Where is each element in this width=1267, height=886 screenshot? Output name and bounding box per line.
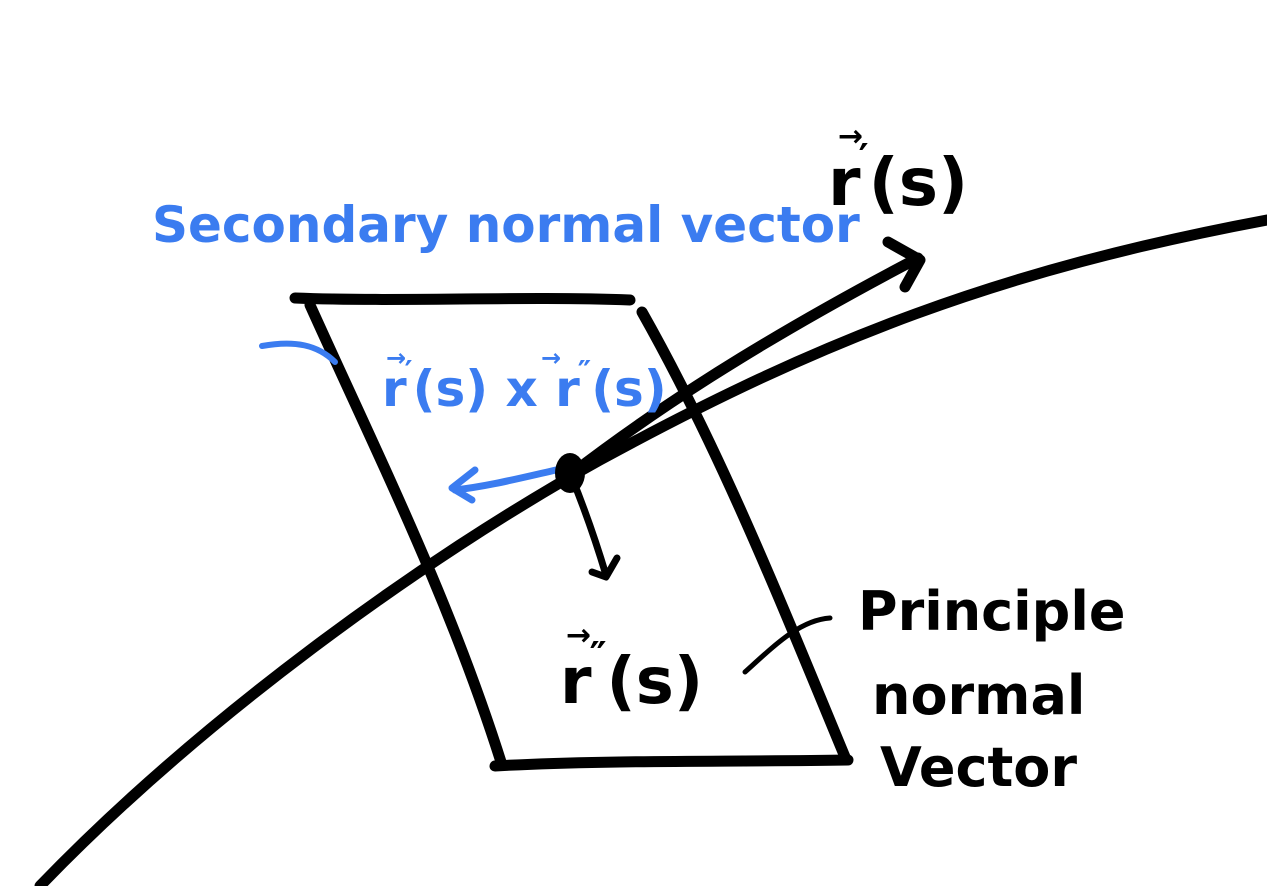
plane-right-edge xyxy=(636,306,851,763)
plane-top-edge xyxy=(289,292,636,306)
tangent-arrow-mark: → xyxy=(838,119,863,154)
cross-product-label: r′(s) x r″(s) xyxy=(382,355,667,418)
cross-product-leader-line xyxy=(259,340,338,365)
principal-normal-arrow xyxy=(568,474,621,581)
principal-normal-label-line-1: Principle xyxy=(858,580,1125,643)
principal-normal-leader-line xyxy=(742,615,833,675)
binormal-arrowhead xyxy=(448,466,479,504)
tangent-arrowhead xyxy=(882,236,926,293)
second-derivative-label: r″(s) xyxy=(560,634,703,719)
secondary-normal-label: Secondary normal vector xyxy=(152,196,860,254)
second-derivative-arrow-mark: → xyxy=(566,618,591,653)
principal-normal-label-line-3: Vector xyxy=(880,736,1077,799)
principal-normal-label-line-2: normal xyxy=(872,664,1085,727)
tangent-vector-arrow xyxy=(564,236,926,481)
cross-product-arrow-mark-1: → xyxy=(386,344,406,372)
binormal-arrow xyxy=(448,464,569,504)
space-curve xyxy=(34,214,1267,886)
tangent-label: r′(s) xyxy=(828,136,968,221)
principal-normal-arrowhead xyxy=(588,554,621,581)
plane-left-edge xyxy=(304,299,508,771)
curve-point xyxy=(555,453,585,493)
osculating-plane xyxy=(289,292,854,772)
cross-product-arrow-mark-2: → xyxy=(541,344,561,372)
plane-bottom-edge xyxy=(489,754,854,772)
